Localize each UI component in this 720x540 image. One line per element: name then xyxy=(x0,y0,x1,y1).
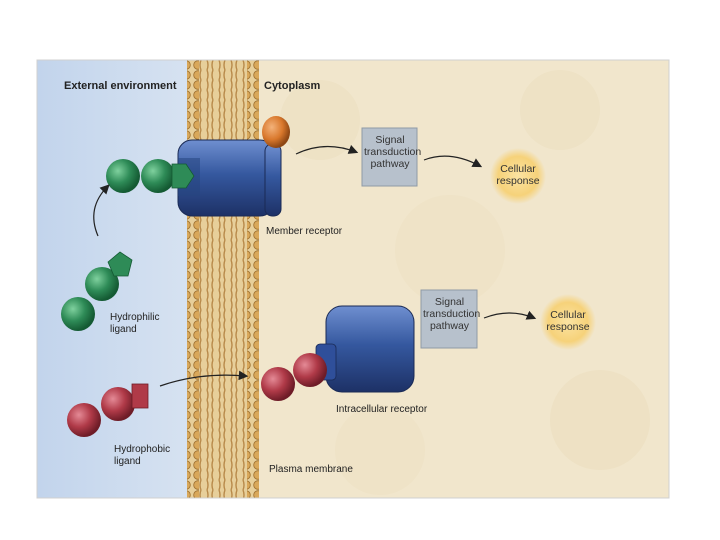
accessory-protein xyxy=(262,116,290,148)
free-hydrophilic-ligand xyxy=(61,251,133,331)
figure-border xyxy=(36,59,670,499)
hydrophobic-ligand-label: Hydrophobic ligand xyxy=(114,444,171,467)
cellular-response-1-text: Cellular response xyxy=(496,163,540,188)
hydrophilic-binding-arrow xyxy=(93,184,110,237)
bound-hydrophilic-ligand xyxy=(106,159,195,193)
hydrophobic-entry-arrow xyxy=(159,370,249,387)
bound-hydrophobic-ligand xyxy=(261,353,327,401)
hydrophilic-ligand-label: Hydrophilic ligand xyxy=(110,312,160,335)
signal-box-2 xyxy=(420,289,478,349)
signal-to-response-arrow-2 xyxy=(483,310,537,320)
intracellular-receptor xyxy=(315,305,415,393)
cellular-response-1 xyxy=(490,148,546,204)
cytoplasm-texture xyxy=(280,70,650,495)
signal-box-1-text: Signal transduction pathway xyxy=(364,134,422,171)
intracellular-receptor-label: Intracellular receptor xyxy=(336,404,428,415)
cytoplasm-label: Cytoplasm xyxy=(264,80,321,92)
receptor-to-signal-arrow-1 xyxy=(295,144,359,155)
signal-to-response-arrow-1 xyxy=(423,155,483,168)
signal-box-1 xyxy=(361,127,418,187)
membrane-receptor-label: Member receptor xyxy=(266,226,343,237)
cellular-response-2-text: Cellular response xyxy=(546,309,590,334)
signal-box-2-text: Signal transduction pathway xyxy=(423,296,481,333)
plasma-membrane-bilayer xyxy=(187,60,259,498)
membrane-receptor xyxy=(177,139,282,217)
external-environment-label: External environment xyxy=(64,80,177,92)
free-hydrophobic-ligand xyxy=(67,383,149,437)
cellular-response-2 xyxy=(540,294,596,350)
plasma-membrane-label: Plasma membrane xyxy=(269,464,353,475)
